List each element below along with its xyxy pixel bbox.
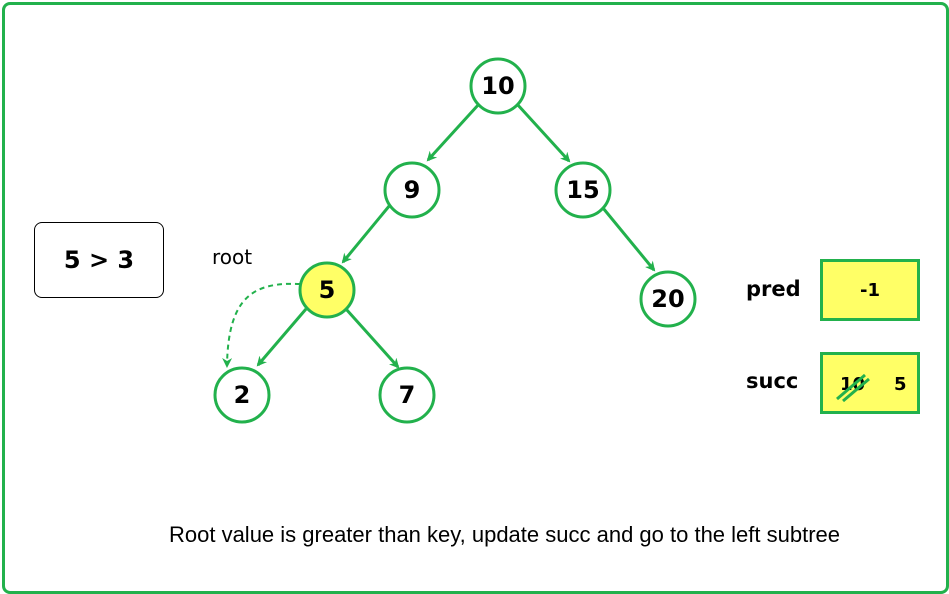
edge-10-15 [515,102,571,163]
edge-15-20 [601,207,656,272]
node-label: 2 [234,381,251,409]
strikethrough-icon [836,373,870,403]
caption-text: Root value is greater than key, update s… [168,522,840,547]
pred-value: -1 [860,279,880,301]
root-pointer-label: root [212,245,252,269]
edge-9-5 [341,204,392,264]
node-2: 2 [213,366,271,424]
edge-10-9 [426,102,481,162]
node-7: 7 [378,366,436,424]
node-label: 15 [566,176,599,204]
node-15: 15 [554,161,612,219]
comparison-text: 5 > 3 [63,246,135,274]
pred-box: -1 [820,259,920,321]
traversal-arrow [222,282,301,368]
node-label: 10 [481,72,514,100]
node-label: 5 [319,276,336,304]
node-9: 9 [383,161,441,219]
succ-value: 5 [894,374,907,395]
caption: Root value is greater than key, update s… [0,522,949,548]
comparison-box: 5 > 3 [34,222,164,298]
node-label: 7 [399,381,416,409]
succ-label: succ [746,369,799,393]
node-label: 9 [404,176,421,204]
succ-box: 10 5 [820,352,920,414]
pred-label: pred [746,277,801,301]
edge-5-7 [344,307,400,369]
node-5: 5 [298,261,356,319]
edge-5-2 [256,308,308,367]
node-20: 20 [639,270,697,328]
node-10: 10 [469,57,527,115]
node-label: 20 [651,285,684,313]
